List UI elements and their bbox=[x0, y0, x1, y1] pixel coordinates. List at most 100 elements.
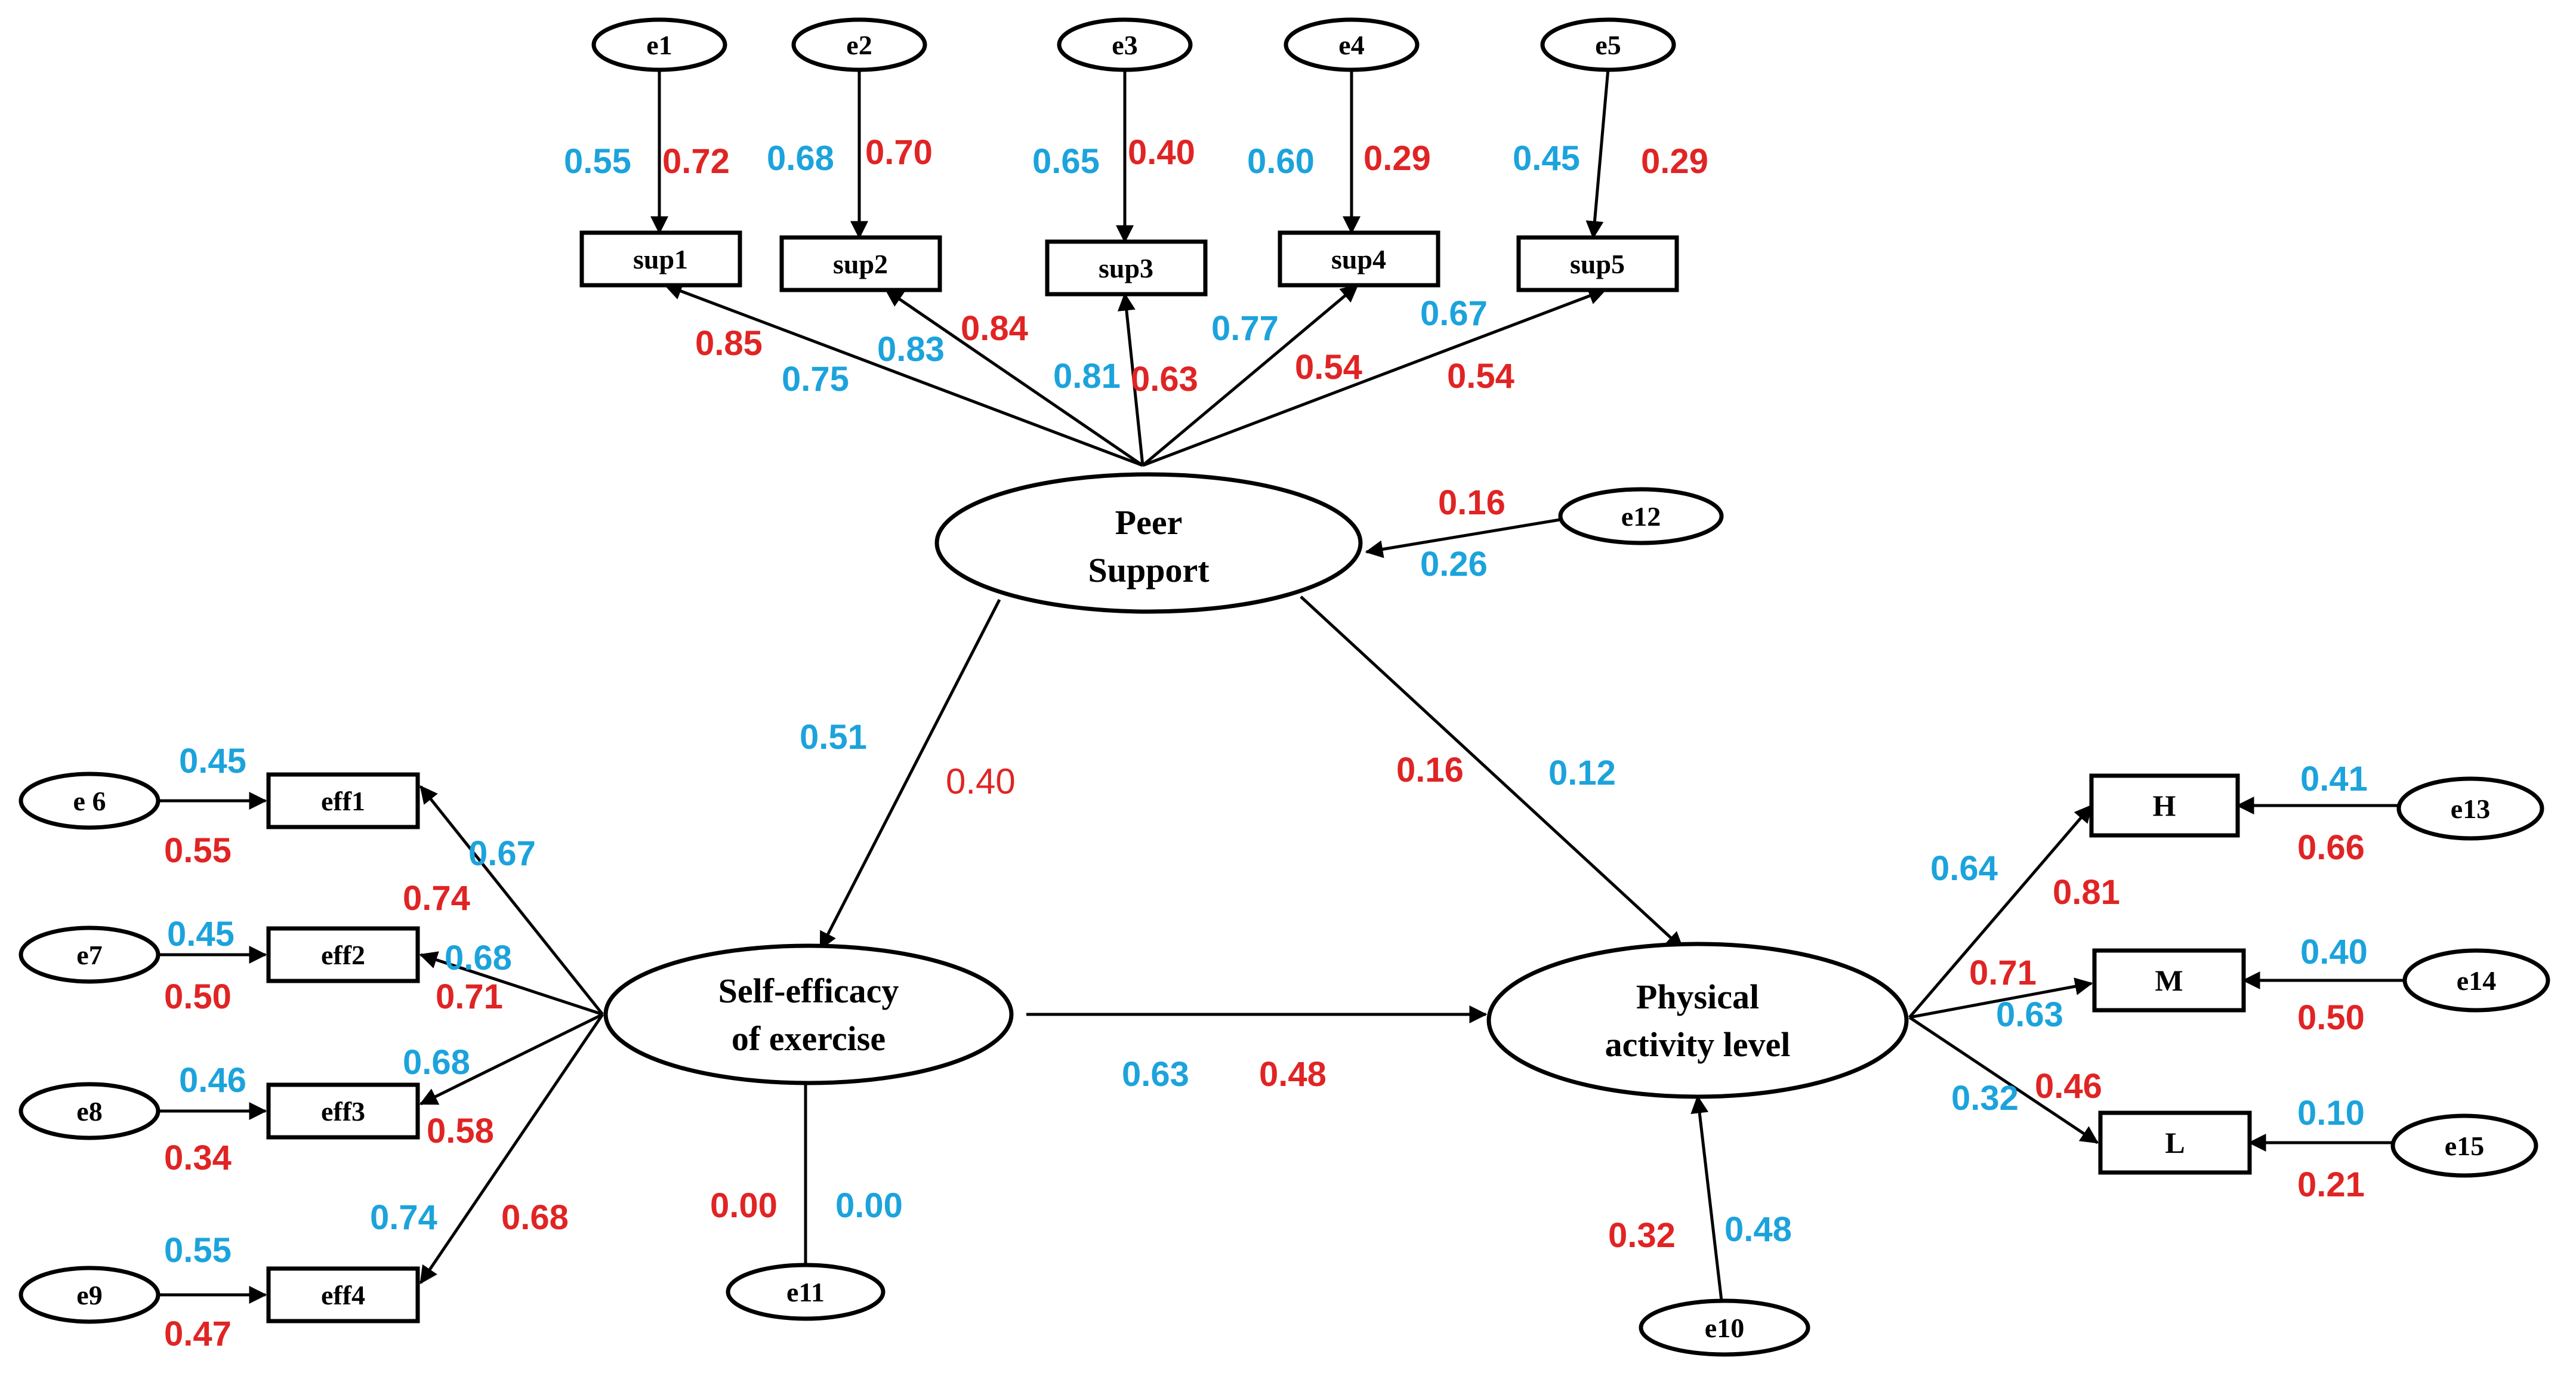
node-e12-label: e12 bbox=[1621, 501, 1661, 532]
coef-e11-blue: 0.00 bbox=[835, 1186, 903, 1225]
coef-e9-red: 0.47 bbox=[164, 1315, 232, 1353]
node-e3-label: e3 bbox=[1112, 30, 1137, 60]
coef-H-red: 0.81 bbox=[2053, 873, 2120, 912]
edge-phys-H bbox=[1908, 804, 2093, 1019]
coef-peer-phys-red: 0.16 bbox=[1396, 751, 1464, 789]
node-eff2-label: eff2 bbox=[321, 940, 365, 970]
coef-sup2-red: 0.84 bbox=[961, 309, 1028, 348]
coef-e13-red: 0.66 bbox=[2297, 828, 2365, 867]
node-sup1 bbox=[579, 230, 742, 288]
coef-sup4-red: 0.54 bbox=[1295, 348, 1362, 387]
coef-e9-blue: 0.55 bbox=[164, 1231, 232, 1270]
node-e2-label: e2 bbox=[846, 30, 872, 60]
node-e13-label: e13 bbox=[2451, 794, 2490, 824]
node-eff4-label: eff4 bbox=[321, 1280, 365, 1310]
edge-peer-sup2 bbox=[884, 288, 1144, 467]
coefficients: 0.55 0.72 0.68 0.70 0.65 0.40 0.60 0.29 … bbox=[164, 133, 2368, 1353]
node-e14-label: e14 bbox=[2457, 965, 2496, 996]
coef-e6-blue: 0.45 bbox=[179, 742, 246, 780]
node-self-efficacy bbox=[603, 943, 1014, 1085]
node-sup2 bbox=[779, 235, 942, 292]
node-sup4-label: sup4 bbox=[1331, 244, 1386, 274]
coef-e5-blue: 0.45 bbox=[1513, 139, 1580, 178]
coef-e15-blue: 0.10 bbox=[2297, 1094, 2365, 1133]
node-e3 bbox=[1057, 17, 1193, 72]
coef-e15-red: 0.21 bbox=[2297, 1165, 2365, 1204]
node-e8 bbox=[18, 1082, 161, 1140]
node-sup3-label: sup3 bbox=[1099, 253, 1153, 283]
node-e11-label: e11 bbox=[786, 1277, 825, 1307]
node-H bbox=[2089, 773, 2240, 838]
coef-self-phys-red: 0.48 bbox=[1259, 1055, 1326, 1094]
coef-e8-blue: 0.46 bbox=[179, 1061, 246, 1100]
peer-support-line2: Support bbox=[1088, 551, 1210, 590]
coef-eff4-red: 0.68 bbox=[501, 1198, 569, 1237]
coef-e6-red: 0.55 bbox=[164, 831, 232, 870]
physical-activity-line2: activity level bbox=[1605, 1025, 1791, 1064]
coef-e12-red: 0.16 bbox=[1438, 483, 1506, 522]
edge-e12-peer bbox=[1365, 517, 1564, 559]
node-H-label: H bbox=[2153, 789, 2176, 822]
node-e9 bbox=[18, 1266, 161, 1324]
coef-eff3-blue: 0.68 bbox=[403, 1043, 470, 1082]
node-sup5 bbox=[1516, 235, 1679, 292]
node-eff3 bbox=[266, 1082, 420, 1140]
coef-e10-red: 0.32 bbox=[1608, 1216, 1676, 1255]
coef-M-blue: 0.63 bbox=[1996, 995, 2063, 1034]
latent-constructs: Peer Support Self-efficacy of exercise P… bbox=[603, 472, 1909, 1099]
edge-peer-sup1 bbox=[664, 282, 1143, 467]
node-eff2 bbox=[266, 926, 420, 983]
error-terms: e1 e2 e3 e4 e5 e12 e 6 e7 e8 e9 e11 e10 … bbox=[18, 17, 2550, 1357]
node-sup3 bbox=[1045, 239, 1208, 297]
coef-sup3-blue: 0.81 bbox=[1053, 357, 1121, 396]
coef-sup1-red: 0.85 bbox=[695, 324, 763, 363]
coef-e10-blue: 0.48 bbox=[1724, 1210, 1792, 1249]
coef-eff4-blue: 0.74 bbox=[370, 1198, 437, 1237]
edge-peer-phys bbox=[1300, 596, 1684, 950]
coef-e14-red: 0.50 bbox=[2297, 998, 2365, 1037]
edges bbox=[160, 68, 2405, 1304]
coef-e12-blue: 0.26 bbox=[1420, 545, 1488, 584]
coef-L-red: 0.46 bbox=[2035, 1067, 2102, 1106]
node-e12 bbox=[1558, 487, 1724, 545]
coef-e7-red: 0.50 bbox=[164, 977, 232, 1016]
coef-sup1-blue: 0.75 bbox=[782, 360, 849, 399]
coef-sup5-blue: 0.67 bbox=[1420, 294, 1488, 333]
indicators: sup1 sup2 sup3 sup4 sup5 eff1 eff2 eff3 … bbox=[266, 230, 2252, 1323]
coef-e11-red: 0.00 bbox=[710, 1186, 778, 1225]
node-e7-label: e7 bbox=[76, 940, 102, 970]
coef-peer-self-blue: 0.51 bbox=[800, 718, 867, 757]
node-e10 bbox=[1639, 1298, 1810, 1357]
edge-phys-L bbox=[1908, 1016, 2099, 1144]
coef-sup3-red: 0.63 bbox=[1131, 360, 1198, 399]
node-e4 bbox=[1284, 17, 1420, 72]
node-L-label: L bbox=[2165, 1126, 2185, 1159]
node-e14 bbox=[2402, 948, 2550, 1013]
coef-eff2-blue: 0.68 bbox=[445, 939, 512, 977]
coef-eff2-red: 0.71 bbox=[436, 977, 503, 1016]
node-sup1-label: sup1 bbox=[633, 244, 688, 274]
edge-peer-self bbox=[819, 598, 1001, 951]
node-e1-label: e1 bbox=[646, 30, 672, 60]
node-sup4 bbox=[1278, 230, 1440, 288]
edge-self-eff4 bbox=[419, 1013, 604, 1285]
node-M-label: M bbox=[2155, 964, 2183, 997]
coef-e5-red: 0.29 bbox=[1641, 142, 1708, 181]
coef-eff1-blue: 0.67 bbox=[468, 834, 536, 873]
self-efficacy-line1: Self-efficacy bbox=[718, 971, 899, 1010]
node-eff3-label: eff3 bbox=[321, 1096, 365, 1127]
edge-peer-sup5 bbox=[1142, 287, 1607, 467]
coef-M-red: 0.71 bbox=[1969, 954, 2037, 992]
edge-peer-sup3 bbox=[1117, 292, 1144, 466]
node-M bbox=[2092, 948, 2246, 1013]
node-e15 bbox=[2390, 1113, 2538, 1178]
node-e7 bbox=[18, 925, 161, 984]
physical-activity-line1: Physical bbox=[1636, 977, 1759, 1016]
coef-e1-blue: 0.55 bbox=[564, 142, 631, 181]
coef-peer-phys-blue: 0.12 bbox=[1548, 754, 1616, 792]
node-e1 bbox=[591, 17, 727, 72]
node-L bbox=[2098, 1110, 2252, 1175]
node-physical-activity bbox=[1486, 942, 1909, 1099]
node-e15-label: e15 bbox=[2445, 1131, 2484, 1161]
coef-e3-blue: 0.65 bbox=[1032, 142, 1100, 181]
